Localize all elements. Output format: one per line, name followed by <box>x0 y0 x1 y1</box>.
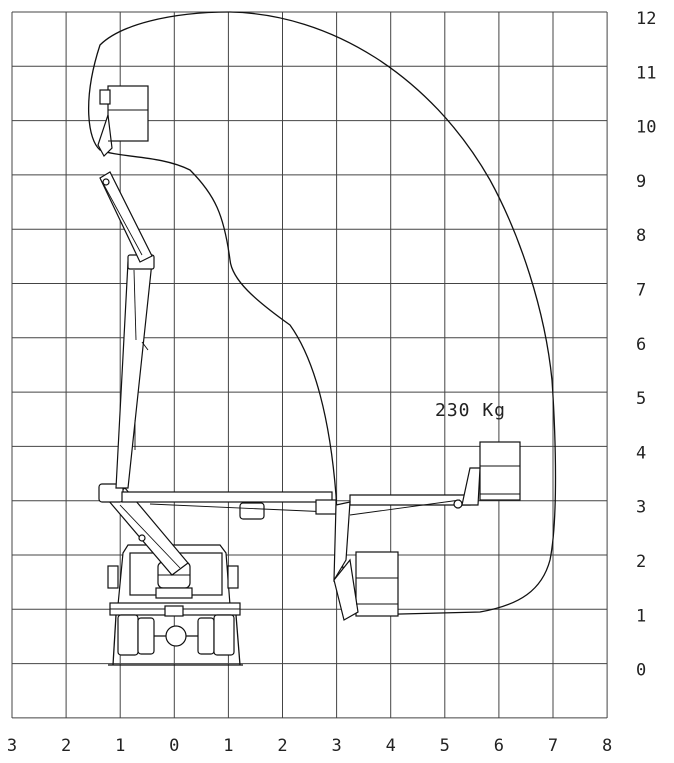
x-axis-label: 7 <box>548 736 558 756</box>
jib-upper <box>99 171 153 263</box>
x-axis-label: 4 <box>386 736 396 756</box>
upper-boom-horizontal <box>121 491 337 520</box>
y-axis-label: 10 <box>636 118 656 138</box>
y-axis-label: 4 <box>636 443 646 463</box>
x-axis-label: 3 <box>331 736 341 756</box>
x-axis-label: 1 <box>115 736 125 756</box>
y-axis-label: 6 <box>636 335 646 355</box>
y-axis-label: 12 <box>636 9 656 29</box>
y-axis-label: 5 <box>636 389 646 409</box>
y-axis-label: 0 <box>636 661 646 681</box>
grid <box>11 11 608 719</box>
x-axis-labels: 3 2 1 0 1 2 3 4 5 6 7 8 <box>7 736 612 756</box>
y-axis-label: 11 <box>636 63 656 83</box>
y-axis-label: 1 <box>636 606 646 626</box>
basket-top <box>97 85 149 157</box>
x-axis-label: 8 <box>602 736 612 756</box>
basket-side <box>461 441 521 506</box>
y-axis-label: 8 <box>636 226 646 246</box>
y-axis-label: 9 <box>636 172 646 192</box>
x-axis-label: 5 <box>440 736 450 756</box>
working-envelope <box>87 11 557 616</box>
truck-wheels <box>108 614 243 666</box>
y-axis-label: 2 <box>636 552 646 572</box>
x-axis-label: 2 <box>61 736 71 756</box>
x-axis-label: 0 <box>169 736 179 756</box>
basket-low <box>333 501 399 621</box>
load-label: 230 Kg <box>435 400 506 421</box>
x-axis-label: 1 <box>223 736 233 756</box>
y-axis-label: 3 <box>636 498 646 518</box>
x-axis-label: 3 <box>7 736 17 756</box>
x-axis-label: 2 <box>277 736 287 756</box>
y-axis-label: 7 <box>636 281 646 301</box>
jib-horizontal <box>349 494 471 516</box>
x-axis-label: 6 <box>494 736 504 756</box>
upper-boom-vertical <box>115 254 155 489</box>
